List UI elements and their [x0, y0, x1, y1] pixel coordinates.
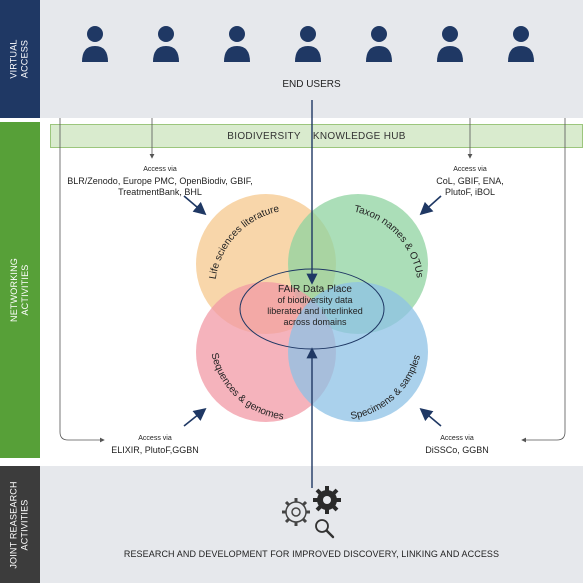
hub-label-right: KNOWLEDGE HUB [312, 130, 406, 142]
end-users-label: END USERS [282, 79, 341, 90]
access-bottom-right-line1: DiSSCo, GGBN [425, 445, 489, 455]
access-top-left-line2: TreatmentBank, BHL [118, 187, 202, 197]
end-users-row [60, 24, 560, 66]
user-icon [82, 26, 108, 62]
access-top-left: Access via BLR/Zenodo, Europe PMC, OpenB… [60, 164, 260, 198]
arrow-br [419, 407, 442, 427]
circle-specimens [288, 282, 428, 422]
center-line-1: FAIR Data Place [278, 284, 352, 295]
center-line-3: liberated and interlinked [267, 306, 363, 316]
gear-icon [313, 486, 341, 514]
center-line-4: across domains [283, 317, 347, 327]
arrow-bl [183, 408, 207, 427]
access-bottom-left: Access via ELIXIR, PlutoF,GGBN [95, 433, 215, 456]
section-label-joint: JOINT REASEARCH ACTIVITIES [0, 466, 40, 583]
fair-data-place: FAIR Data Place of biodiversity data lib… [255, 284, 375, 328]
arrow-tr [419, 195, 442, 216]
center-line-2: of biodiversity data [277, 295, 353, 305]
user-icon [508, 26, 534, 62]
access-top-right-line1: CoL, GBIF, ENA, [436, 176, 504, 186]
user-icon [224, 26, 250, 62]
access-via-label: Access via [143, 166, 177, 173]
access-bottom-right: Access via DiSSCo, GGBN [402, 433, 512, 456]
user-icon [295, 26, 321, 62]
access-top-left-line1: BLR/Zenodo, Europe PMC, OpenBiodiv, GBIF… [67, 176, 253, 186]
user-icon [437, 26, 463, 62]
user-icon [153, 26, 179, 62]
magnifier-icon [315, 519, 335, 539]
access-via-label: Access via [138, 435, 172, 442]
access-top-right: Access via CoL, GBIF, ENA, PlutoF, iBOL [400, 164, 540, 198]
access-via-label: Access via [453, 166, 487, 173]
access-top-right-line2: PlutoF, iBOL [444, 187, 496, 197]
research-footer-label: RESEARCH AND DEVELOPMENT FOR IMPROVED DI… [123, 549, 500, 559]
section-label-virtual: VIRTUAL ACCESS [0, 0, 40, 118]
access-bottom-left-line1: ELIXIR, PlutoF,GGBN [111, 445, 199, 455]
knowledge-hub-bar: BIODIVERSITY KNOWLEDGE HUB [50, 124, 583, 148]
joint-research-band [0, 466, 583, 583]
arrow-tl [183, 195, 207, 216]
hub-label-left: BIODIVERSITY [227, 130, 301, 142]
user-icon [366, 26, 392, 62]
gear-icon [282, 498, 310, 526]
access-via-label: Access via [440, 435, 474, 442]
section-label-networking: NETWORKING ACTIVITIES [0, 122, 40, 458]
